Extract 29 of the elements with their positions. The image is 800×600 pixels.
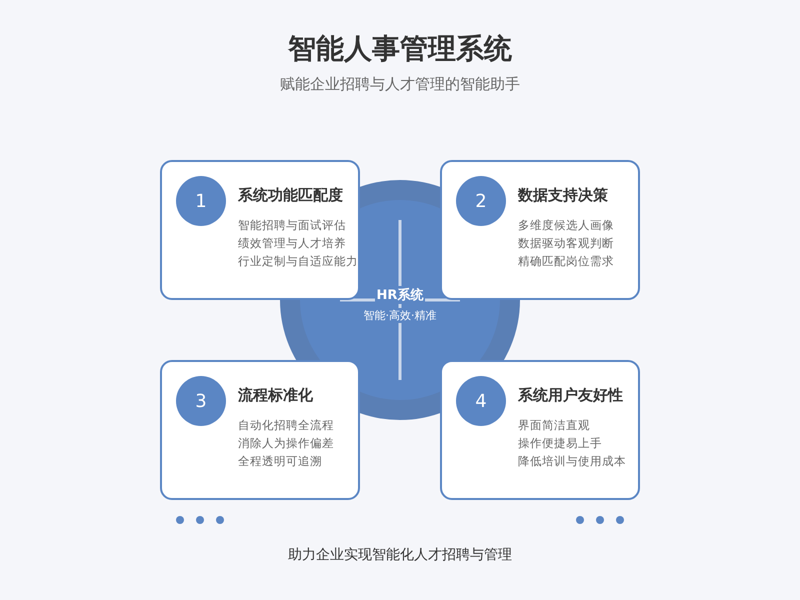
feature-text: 绩效管理与人才培养 [238,236,347,250]
title: 智能人事管理系统 [288,31,512,67]
number-circle: 3 [176,376,226,426]
feature-card [160,160,360,300]
subtitle: 赋能企业招聘与人才管理的智能助手 [280,75,520,94]
number-circle: 2 [456,176,506,226]
feature-text: 操作便捷易上手 [518,436,603,450]
feature-text: 自动化招聘全流程 [238,418,334,432]
feature-text: 智能招聘与面试评估 [238,218,347,232]
feature-text: 数据驱动客观判断 [518,236,614,250]
feature-text: 精确匹配岗位需求 [518,254,614,268]
center-subtitle: 智能·高效·精准 [362,308,438,323]
number-circle: 1 [176,176,226,226]
feature-text: 消除人为操作偏差 [238,436,334,450]
card-title: 系统用户友好性 [518,386,623,405]
feature-card [160,360,360,500]
caption: 助力企业实现智能化人才招聘与管理 [288,546,512,564]
number-circle: 4 [456,376,506,426]
card-title: 数据支持决策 [518,186,608,205]
card-title: 流程标准化 [238,386,313,405]
feature-card [440,360,640,500]
feature-text: 行业定制与自适应能力 [238,254,358,268]
center-title: HR系统 [374,286,426,304]
feature-card [440,160,640,300]
feature-text: 降低培训与使用成本 [518,454,626,468]
feature-text: 全程透明可追溯 [238,454,323,468]
feature-text: 多维度候选人画像 [518,218,614,232]
card-title: 系统功能匹配度 [238,186,343,205]
feature-text: 界面简洁直观 [518,418,591,432]
